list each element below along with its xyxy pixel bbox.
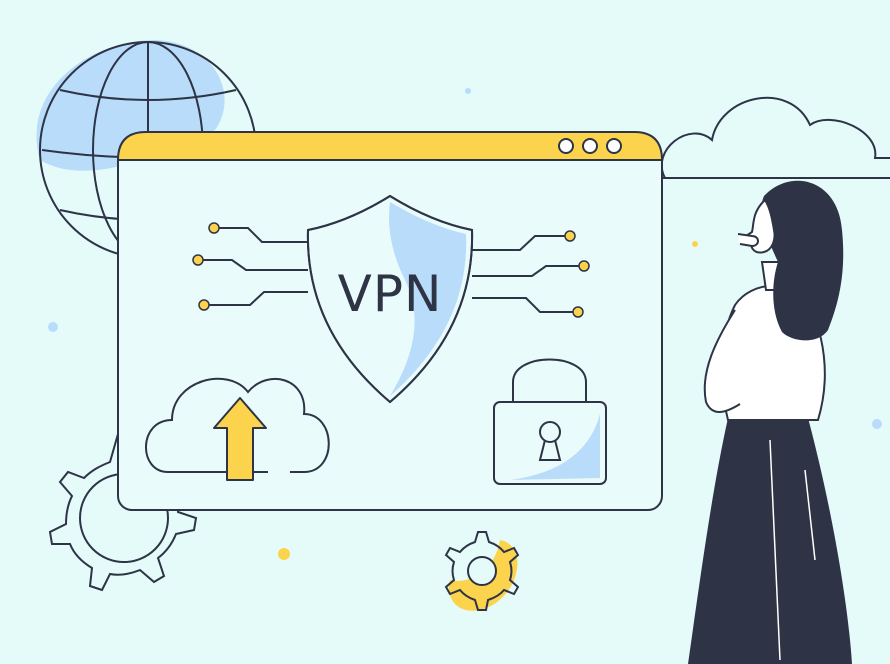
window-control-dot xyxy=(558,138,574,154)
person-skirt xyxy=(688,418,852,664)
keyhole-icon xyxy=(539,421,561,443)
circuit-node xyxy=(564,230,576,242)
circuit-node xyxy=(208,222,220,234)
window-control-dot xyxy=(582,138,598,154)
circuit-node xyxy=(198,299,210,311)
decor-dot xyxy=(48,322,58,332)
decor-dot xyxy=(465,88,471,94)
circuit-node xyxy=(192,254,204,266)
window-titlebar xyxy=(116,131,664,161)
circuit-lines-left xyxy=(202,227,308,306)
vpn-label: VPN xyxy=(338,265,443,323)
decor-dot xyxy=(278,548,290,560)
window-control-dot xyxy=(606,138,622,154)
gear-icon xyxy=(444,531,520,611)
circuit-node xyxy=(572,306,584,318)
cloud-upload-icon xyxy=(145,377,330,481)
shield-icon: VPN xyxy=(306,194,474,404)
person xyxy=(688,180,852,664)
circuit-node xyxy=(578,260,590,272)
cloud-icon xyxy=(660,96,890,179)
person-hair xyxy=(761,180,844,341)
padlock-icon xyxy=(493,358,607,485)
upload-arrow-icon xyxy=(213,397,267,481)
circuit-lines-right xyxy=(472,235,582,313)
decor-dot xyxy=(872,419,882,429)
decor-dot xyxy=(692,241,698,247)
